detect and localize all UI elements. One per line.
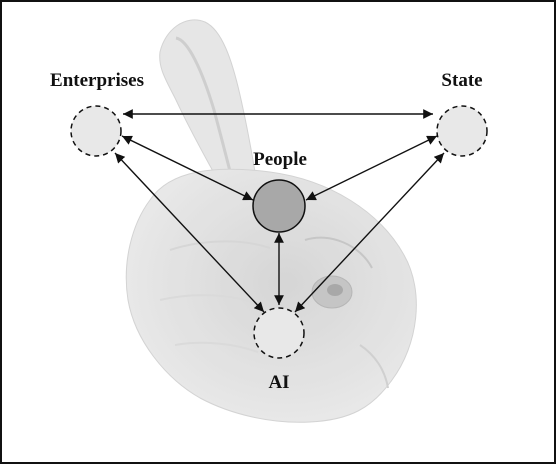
edge-enterprises-ai — [114, 152, 265, 313]
node-label-people: People — [253, 149, 307, 170]
edge-state-ai — [294, 152, 445, 313]
node-label-ai: AI — [268, 372, 290, 393]
node-state — [436, 105, 488, 157]
node-label-enterprises: Enterprises — [50, 70, 144, 91]
node-people — [252, 179, 306, 233]
node-label-state: State — [441, 70, 483, 91]
node-ai — [253, 307, 305, 359]
node-enterprises — [70, 105, 122, 157]
